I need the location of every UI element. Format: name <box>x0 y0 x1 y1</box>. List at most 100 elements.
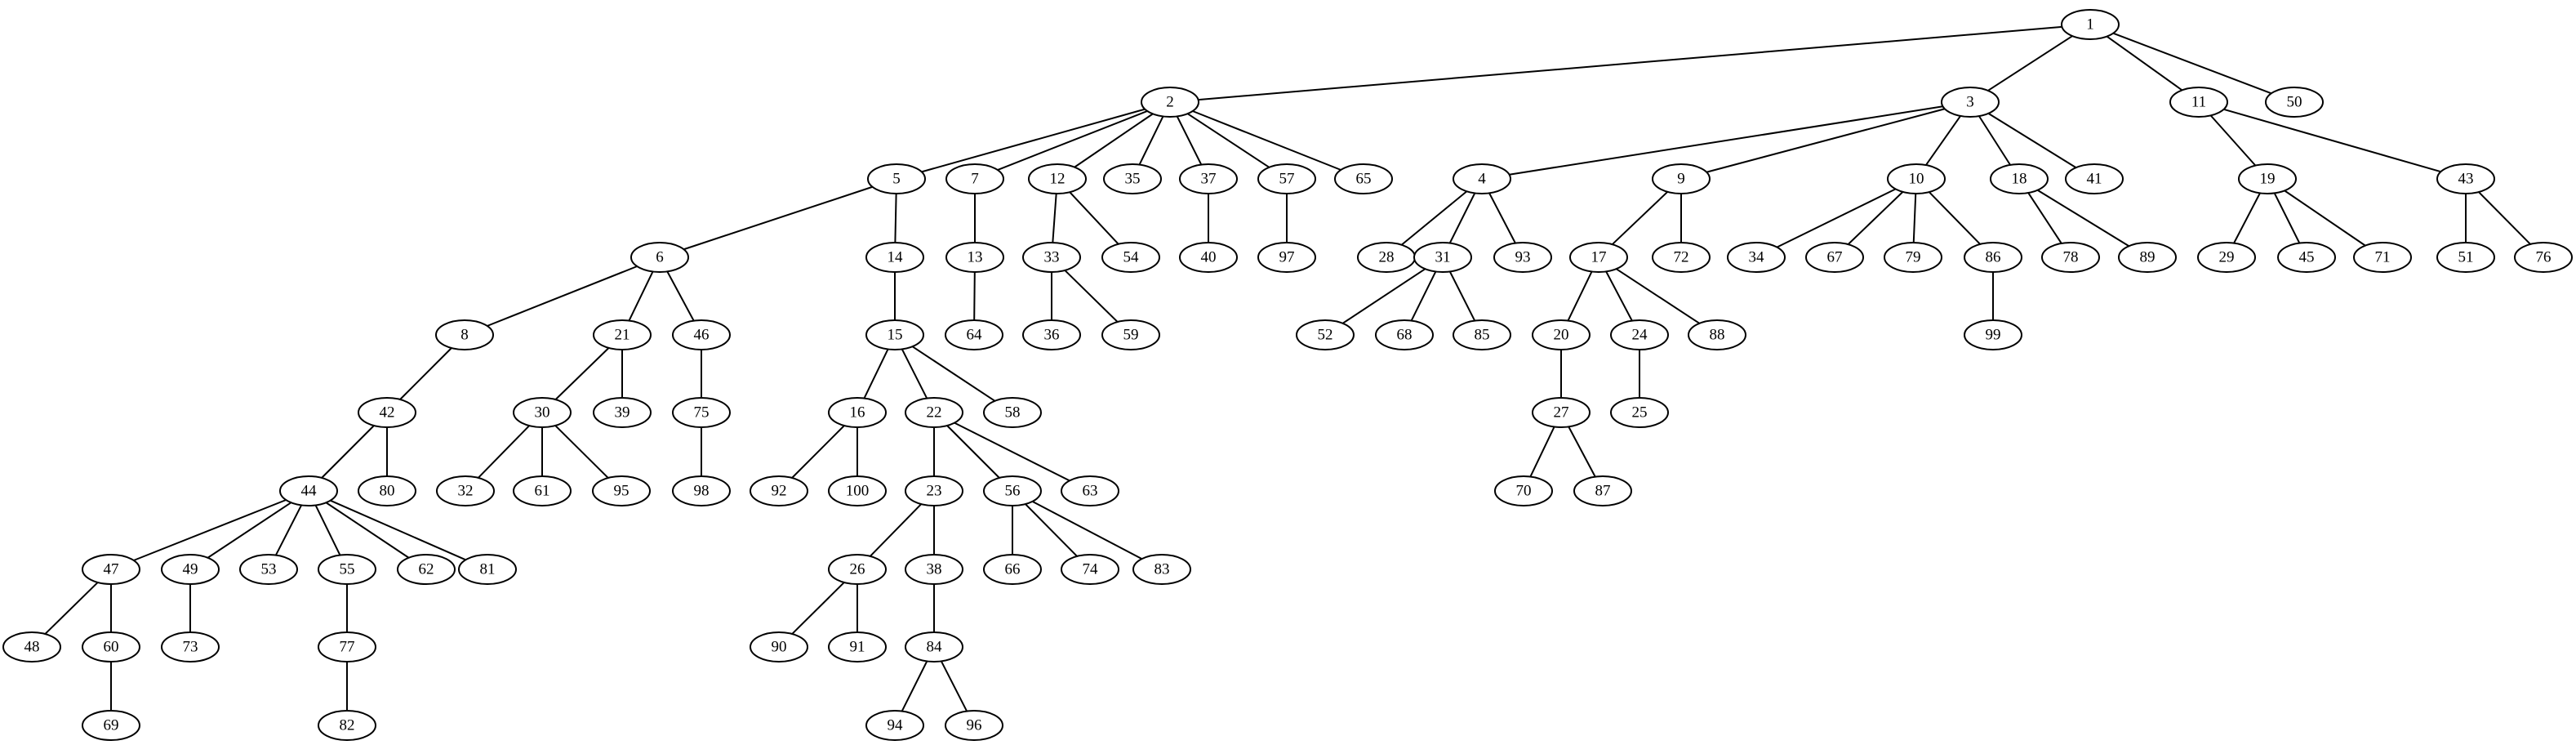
node-ellipse <box>318 631 376 663</box>
node-ellipse <box>2353 242 2412 273</box>
edge-17-20 <box>1567 271 1593 321</box>
node-ellipse <box>2238 163 2297 194</box>
node-36: 36 <box>1022 319 1081 350</box>
node-label: 69 <box>104 717 119 734</box>
node-100: 100 <box>828 475 887 506</box>
node-ellipse <box>1103 163 1162 194</box>
node-21: 21 <box>593 319 652 350</box>
node-42: 42 <box>358 397 416 428</box>
node-14: 14 <box>865 242 924 273</box>
edge-22-63 <box>954 422 1070 482</box>
node-ellipse <box>867 163 926 194</box>
node-label: 62 <box>419 561 434 578</box>
node-83: 83 <box>1132 554 1191 585</box>
node-label: 19 <box>2260 171 2276 188</box>
edge-47-48 <box>44 582 99 635</box>
edge-27-87 <box>1568 426 1596 478</box>
node-ellipse <box>945 710 1003 741</box>
node-41: 41 <box>2065 163 2124 194</box>
node-ellipse <box>1028 163 1087 194</box>
node-label: 9 <box>1677 171 1685 188</box>
node-ellipse <box>672 475 731 506</box>
node-12: 12 <box>1028 163 1087 194</box>
edge-44-81 <box>330 499 466 561</box>
node-93: 93 <box>1493 242 1552 273</box>
node-label: 39 <box>615 404 630 422</box>
edge-6-46 <box>666 270 695 322</box>
edge-5-6 <box>683 185 873 251</box>
node-ellipse <box>1141 87 1199 118</box>
edge-10-67 <box>1847 191 1904 245</box>
node-label: 27 <box>1554 404 1569 422</box>
node-label: 86 <box>1986 249 2001 266</box>
node-label: 98 <box>694 483 710 500</box>
node-ellipse <box>2061 9 2120 40</box>
node-label: 34 <box>1749 249 1765 266</box>
node-ellipse <box>1494 475 1553 506</box>
node-label: 77 <box>340 639 355 656</box>
node-ellipse <box>1887 163 1946 194</box>
node-44: 44 <box>279 475 338 506</box>
node-label: 8 <box>460 327 469 344</box>
node-67: 67 <box>1805 242 1864 273</box>
node-label: 93 <box>1515 249 1531 266</box>
node-ellipse <box>945 242 1004 273</box>
node-16: 16 <box>828 397 887 428</box>
node-label: 79 <box>1906 249 1921 266</box>
node-80: 80 <box>358 475 416 506</box>
edge-2-37 <box>1176 115 1203 166</box>
edge-56-83 <box>1032 500 1142 560</box>
node-ellipse <box>1884 242 1942 273</box>
node-label: 53 <box>261 561 277 578</box>
edge-30-32 <box>478 425 530 479</box>
edge-2-57 <box>1187 113 1270 168</box>
edge-31-52 <box>1341 268 1426 324</box>
node-73: 73 <box>161 631 220 663</box>
edge-6-21 <box>628 271 654 321</box>
node-ellipse <box>2118 242 2177 273</box>
node-27: 27 <box>1532 397 1591 428</box>
node-label: 36 <box>1044 327 1060 344</box>
node-label: 84 <box>927 639 943 656</box>
edge-23-26 <box>870 503 922 557</box>
node-label: 97 <box>1279 249 1295 266</box>
node-ellipse <box>592 475 651 506</box>
node-95: 95 <box>592 475 651 506</box>
node-58: 58 <box>983 397 1042 428</box>
node-ellipse <box>82 710 140 741</box>
node-50: 50 <box>2265 87 2324 118</box>
node-label: 90 <box>772 639 787 656</box>
node-56: 56 <box>983 475 1042 506</box>
node-9: 9 <box>1652 163 1711 194</box>
node-label: 59 <box>1123 327 1139 344</box>
node-51: 51 <box>2436 242 2495 273</box>
node-ellipse <box>2277 242 2336 273</box>
node-ellipse <box>983 554 1042 585</box>
node-ellipse <box>1652 242 1711 273</box>
edge-56-74 <box>1025 503 1078 557</box>
edge-22-56 <box>946 425 1000 479</box>
node-label: 100 <box>846 483 870 500</box>
node-ellipse <box>1573 475 1632 506</box>
node-8: 8 <box>435 319 494 350</box>
node-label: 35 <box>1125 171 1141 188</box>
node-55: 55 <box>318 554 376 585</box>
node-label: 4 <box>1478 171 1486 188</box>
edge-6-8 <box>487 265 638 327</box>
node-ellipse <box>239 554 298 585</box>
node-label: 13 <box>968 249 983 266</box>
edge-27-70 <box>1529 426 1555 477</box>
edge-1-3 <box>1987 35 2073 91</box>
node-32: 32 <box>436 475 495 506</box>
node-label: 43 <box>2458 171 2474 188</box>
node-label: 42 <box>380 404 395 422</box>
node-ellipse <box>865 319 924 350</box>
edge-16-92 <box>791 425 845 479</box>
node-label: 76 <box>2536 249 2552 266</box>
node-ellipse <box>905 631 963 663</box>
edge-3-4 <box>1509 105 1943 176</box>
node-82: 82 <box>318 710 376 741</box>
node-ellipse <box>2065 163 2124 194</box>
node-label: 65 <box>1356 171 1372 188</box>
